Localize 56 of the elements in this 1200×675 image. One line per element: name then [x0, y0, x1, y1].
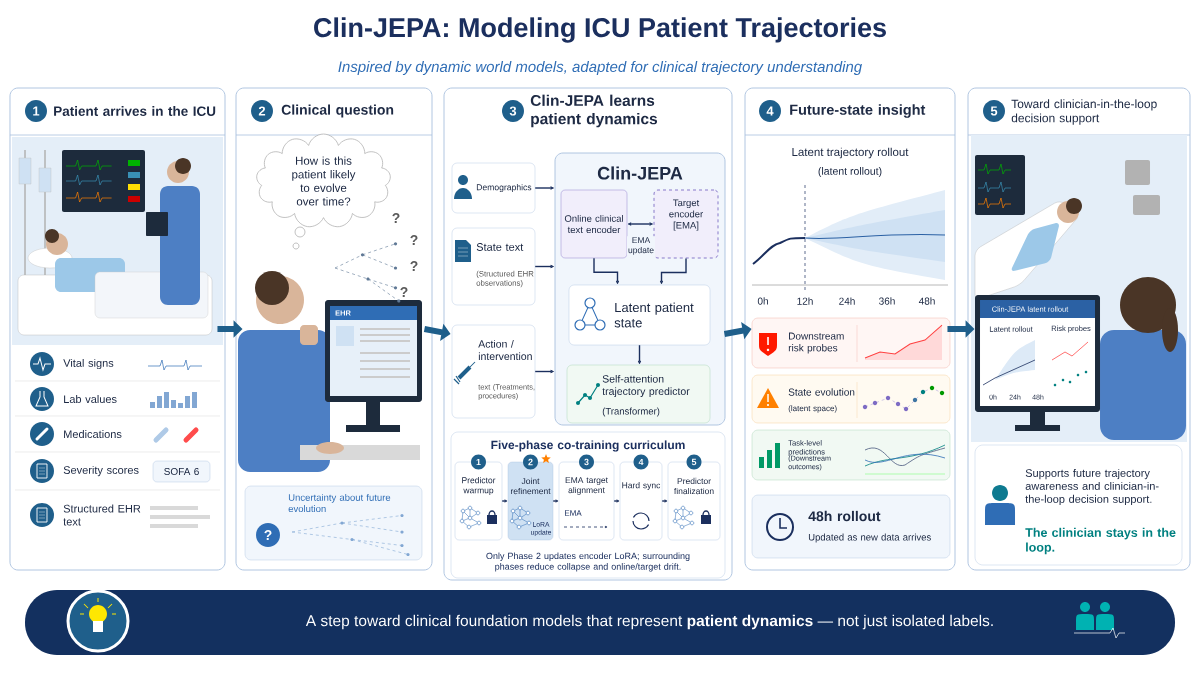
- axis-tick-label: 24h: [839, 297, 855, 305]
- thought-bubble: How is this patient likely to evolve over time?: [256, 133, 391, 250]
- arrow: [534, 369, 554, 374]
- number-badge: 2: [523, 454, 538, 470]
- state-box: Latent patient state: [568, 284, 711, 346]
- arrow: [534, 186, 554, 190]
- number-badge: 1: [25, 100, 47, 122]
- row-label: Medications: [64, 429, 122, 439]
- encoder-box: Target encoder [EMA]: [653, 189, 719, 259]
- axis-tick-label: 48h: [918, 297, 935, 305]
- arrow: [534, 264, 554, 269]
- chart-title: Latent trajectory rollout: [792, 147, 909, 159]
- row-label: Structured EHR text: [63, 504, 141, 526]
- score-pill: SOFA 6: [152, 460, 211, 483]
- note-box: ? Uncertainty about future evolution: [244, 485, 423, 561]
- number-badge: 5: [983, 100, 1005, 122]
- phase-box: 5 Predictor finalization: [667, 454, 721, 541]
- input-box: Demographics: [451, 162, 536, 214]
- question-mark: ?: [400, 287, 408, 297]
- number-badge: 5: [686, 454, 702, 470]
- arrow: [593, 257, 620, 285]
- arrow: [661, 499, 668, 503]
- number-badge: 3: [502, 100, 524, 122]
- number-badge: 2: [251, 100, 273, 122]
- arrow: [501, 499, 508, 503]
- row-label: Lab values: [64, 394, 117, 404]
- edge-label: EMA update: [627, 236, 655, 256]
- state-card: State evolution (latent space): [751, 374, 951, 424]
- arrow: [627, 222, 653, 226]
- question-mark: ?: [410, 235, 418, 245]
- title: Clin-JEPA: Modeling ICU Patient Trajectories: [314, 17, 886, 43]
- arrow: [552, 499, 559, 503]
- encoder-box: Online clinical text encoder: [560, 189, 628, 259]
- support-card: Supports future trajectory awareness and clinician-in-the-loop decision support. The clinician stays in the loop.: [974, 444, 1183, 566]
- question-mark: ?: [410, 261, 418, 271]
- axis-tick-label: 0h: [757, 297, 768, 305]
- number-badge: 1: [471, 454, 486, 470]
- predictor-box: Self-attention trajectory predictor (Transformer): [566, 364, 711, 424]
- arrow: [659, 257, 687, 285]
- number-badge: 4: [633, 454, 649, 470]
- phase-box: 4 Hard sync: [619, 454, 663, 541]
- number-badge: 4: [759, 100, 781, 122]
- subtitle: Inspired by dynamic world models, adapted for clinical trajectory understanding: [338, 61, 862, 75]
- phase-box: 1 Predictor warmup: [454, 454, 503, 541]
- axis-tick-label: 36h: [879, 297, 895, 305]
- number-badge: 3: [579, 454, 594, 470]
- row-label: Vital signs: [63, 358, 114, 370]
- number-badge: ?: [256, 523, 280, 547]
- arrow: [613, 499, 620, 503]
- row-label: Severity scores: [63, 465, 139, 477]
- arrow: [637, 344, 642, 365]
- rollout-card: 48h rollout Updated as new data arrives: [751, 494, 951, 559]
- ema-label: EMA: [565, 510, 582, 516]
- axis-tick-label: 12h: [797, 297, 813, 305]
- banner: A step toward clinical foundation models that represent patient dynamics — not just isolated labels.: [25, 590, 1175, 655]
- chart-subtitle: (latent rollout): [818, 167, 882, 177]
